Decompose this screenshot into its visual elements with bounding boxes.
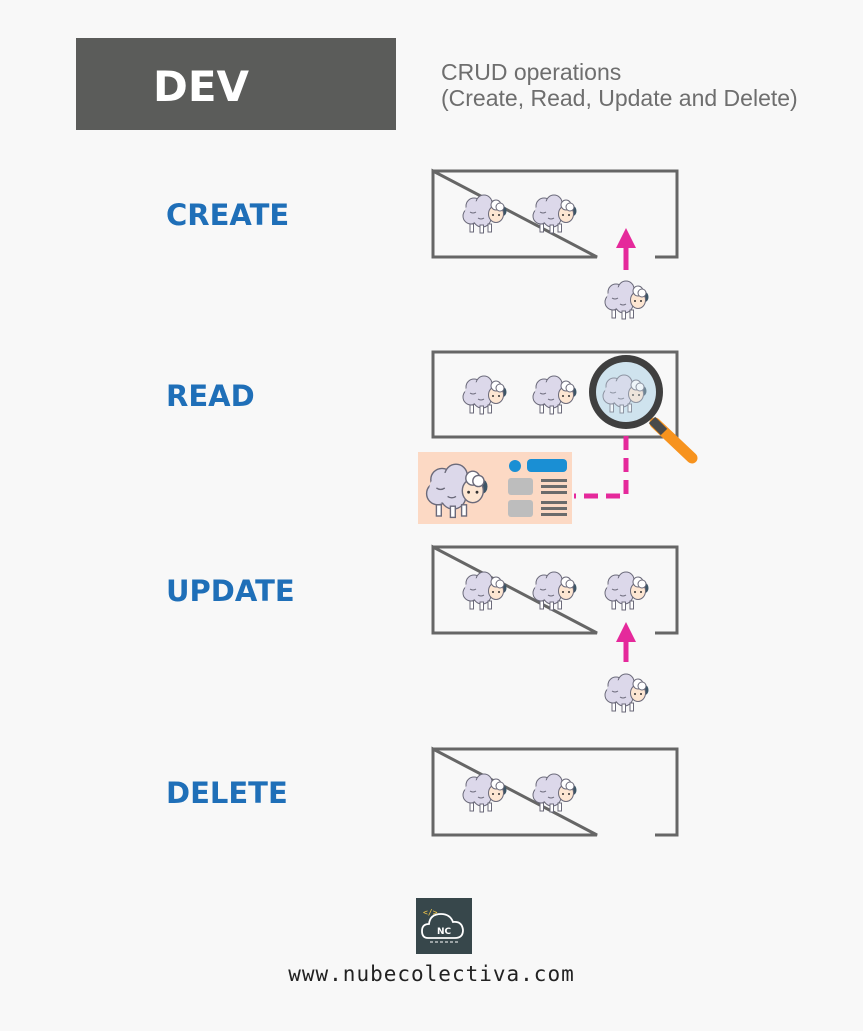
header-banner: DEV [76,38,396,130]
logo-text: NC [437,927,452,937]
subtitle-line-2: (Create, Read, Update and Delete) [441,85,798,111]
label-delete: DELETE [166,776,288,810]
update-item-3 [604,571,649,611]
page-subtitle: CRUD operations (Create, Read, Update an… [441,59,798,111]
label-create: CREATE [166,198,290,232]
delete-item-2 [532,773,577,813]
label-update: UPDATE [166,574,295,608]
cloud-icon: </> NC [421,908,464,943]
page-title: DEV [153,62,250,111]
update-collection-box [431,544,679,635]
update-item-1 [462,571,507,611]
update-new-item [604,673,649,713]
label-read: READ [166,379,255,413]
create-arrow [616,228,636,270]
read-connector [574,436,629,499]
subtitle-line-1: CRUD operations [441,59,622,85]
logo-code: </> [423,908,438,917]
read-item-2 [532,375,577,415]
update-item-2 [532,571,577,611]
create-collection-box [431,168,679,259]
read-detail-card [418,452,572,524]
read-item-1 [462,375,507,415]
update-arrow [616,622,636,662]
footer-url[interactable]: www.nubecolectiva.com [288,962,575,986]
create-item-1 [462,194,507,234]
create-item-2 [532,194,577,234]
create-new-item [604,280,649,320]
magnifier-icon [589,355,698,464]
delete-item-1 [462,773,507,813]
nubecolectiva-logo: </> NC [416,898,472,954]
delete-collection-box [431,746,679,837]
